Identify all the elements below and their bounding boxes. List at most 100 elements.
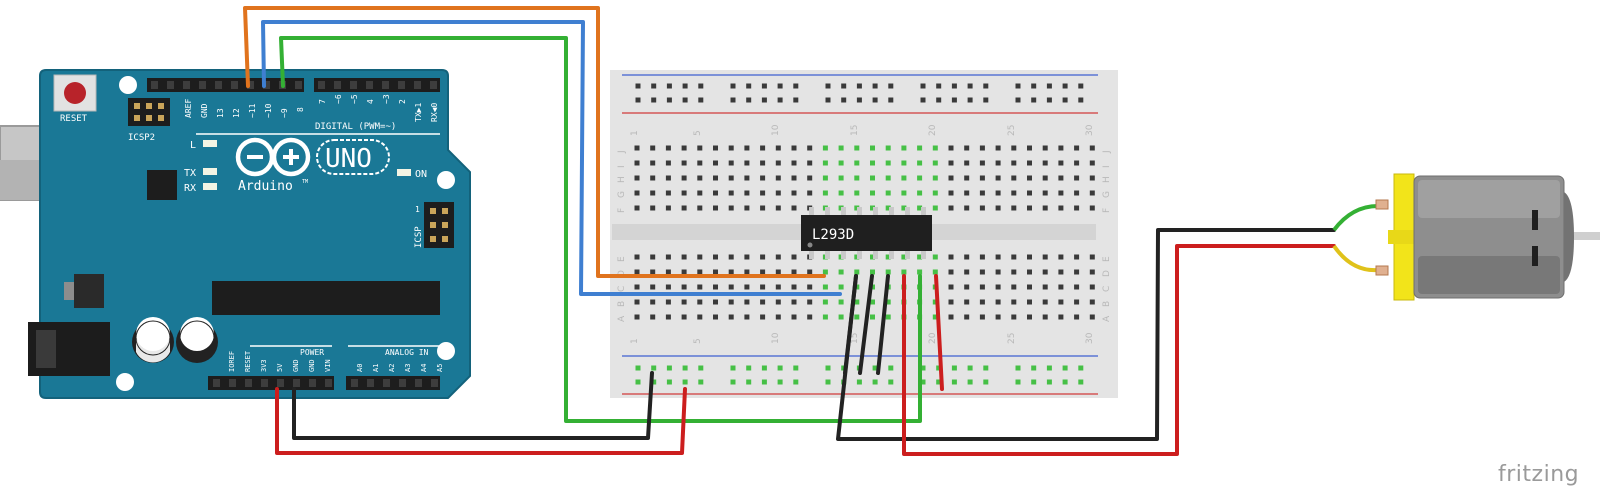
breadboard-hole — [1058, 299, 1064, 305]
breadboard-hole — [634, 284, 640, 290]
breadboard-hole — [885, 269, 891, 275]
breadboard-hole — [728, 314, 734, 320]
breadboard-hole — [665, 254, 671, 260]
breadboard-hole — [1027, 299, 1032, 305]
breadboard-hole — [760, 160, 766, 166]
breadboard-hole — [775, 160, 781, 166]
breadboard-hole — [901, 190, 907, 196]
power-header — [208, 376, 334, 390]
pin-label-vin: VIN — [324, 359, 332, 372]
breadboard-hole — [1089, 205, 1095, 211]
breadboard-hole — [854, 269, 860, 275]
breadboard-hole — [872, 379, 878, 385]
usb-chip — [147, 170, 177, 200]
pin-label-a4: A4 — [420, 364, 428, 372]
breadboard-hole — [698, 365, 704, 371]
breadboard-hole — [920, 365, 926, 371]
breadboard-hole — [1074, 269, 1080, 275]
breadboard-hole — [1015, 365, 1021, 371]
pin-label-gnd1: GND — [292, 359, 300, 372]
breadboard-hole — [1011, 269, 1017, 275]
breadboard-hole — [651, 379, 657, 385]
mounting-hole — [116, 373, 134, 391]
breadboard-hole — [682, 365, 688, 371]
power-header-sockets — [213, 379, 438, 387]
breadboard-hole — [1027, 314, 1032, 320]
breadboard-hole — [681, 269, 687, 275]
pin-label-9: ~9 — [280, 108, 289, 118]
power-pin-labels: IOREF RESET 3V3 5V GND GND VIN — [228, 350, 332, 372]
breadboard-hole — [698, 97, 704, 103]
breadboard-hole — [838, 314, 844, 320]
row-letter: C — [617, 286, 627, 292]
col-num: 10 — [771, 124, 781, 136]
capacitor — [132, 317, 174, 363]
reset-button[interactable] — [53, 74, 97, 112]
breadboard-hole — [793, 97, 799, 103]
wire-green — [279, 36, 922, 423]
breadboard-hole — [744, 190, 750, 196]
led-rx — [203, 183, 217, 190]
wire-black-motor — [836, 228, 1336, 441]
breadboard-hole — [681, 145, 687, 151]
breadboard-hole — [634, 205, 640, 211]
breadboard-hole — [856, 379, 862, 385]
breadboard-hole — [761, 379, 767, 385]
pin-label-ioref: IOREF — [228, 351, 236, 372]
breadboard-hole — [1015, 97, 1021, 103]
breadboard-hole — [1042, 175, 1048, 181]
breadboard-hole — [1074, 284, 1080, 290]
breadboard-hole — [1089, 284, 1095, 290]
breadboard-hole — [822, 160, 828, 166]
breadboard-hole — [760, 190, 766, 196]
col-num: 15 — [850, 333, 860, 344]
motor-shaft — [1574, 232, 1600, 240]
breadboard-hole — [1074, 175, 1080, 181]
pin-label-7: 7 — [318, 99, 327, 104]
breadboard-hole — [870, 269, 875, 275]
breadboard-hole — [807, 269, 813, 275]
row-letters-left: J I H G F E D C B A — [617, 150, 627, 322]
breadboard-hole — [917, 269, 923, 275]
breadboard-hole — [1074, 160, 1080, 166]
icsp-pin1-label: 1 — [415, 205, 420, 214]
breadboard-hole — [825, 365, 831, 371]
col-num: 20 — [928, 124, 938, 136]
breadboard-hole — [698, 379, 704, 385]
breadboard-hole — [1027, 190, 1032, 196]
power-jack-inner — [36, 330, 56, 368]
row-letter: D — [1102, 270, 1112, 277]
chip-legs-top — [809, 207, 926, 217]
breadboard-hole — [854, 175, 860, 181]
breadboard-hole — [948, 314, 954, 320]
motor-body-highlight — [1418, 180, 1560, 218]
breadboard-hole — [932, 175, 938, 181]
motor-lead-yellow — [1332, 244, 1379, 273]
breadboard-hole — [728, 160, 734, 166]
breadboard-hole — [728, 299, 734, 305]
uno-label: UNO — [325, 144, 372, 174]
breadboard-hole — [1031, 83, 1037, 89]
breadboard-hole — [854, 145, 860, 151]
breadboard-hole — [635, 83, 641, 89]
breadboard-hole — [744, 160, 750, 166]
led-rx-label: RX — [184, 183, 196, 194]
breadboard-hole — [854, 284, 860, 290]
breadboard-hole — [1089, 254, 1095, 260]
arduino-logo — [235, 137, 311, 177]
breadboard-hole — [681, 190, 687, 196]
breadboard-hole — [666, 379, 672, 385]
breadboard-hole — [634, 190, 640, 196]
breadboard-hole — [936, 379, 942, 385]
breadboard-hole — [854, 299, 860, 305]
reset-button-cap[interactable] — [64, 82, 86, 104]
breadboard-hole — [1027, 205, 1032, 211]
breadboard-hole — [1015, 379, 1021, 385]
breadboard-hole — [932, 269, 938, 275]
breadboard-hole — [650, 284, 656, 290]
icsp2-pins — [134, 103, 164, 121]
breadboard-hole — [967, 97, 973, 103]
breadboard-hole — [872, 97, 878, 103]
pin-label-a0: A0 — [356, 364, 364, 372]
breadboard-hole — [650, 299, 656, 305]
